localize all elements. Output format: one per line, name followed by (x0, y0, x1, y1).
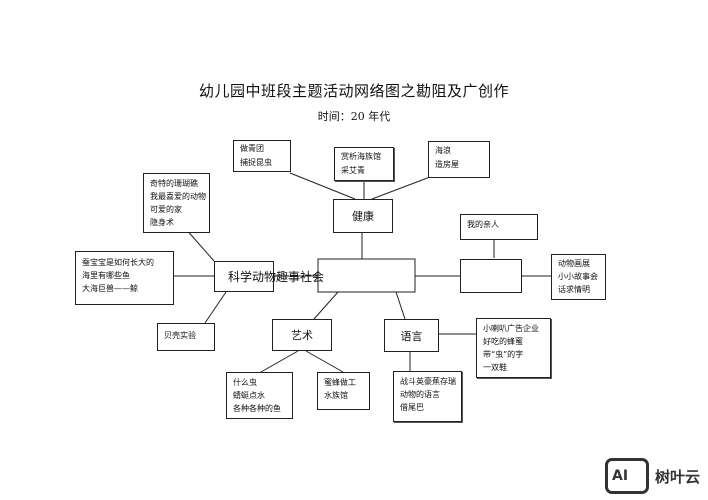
node-text: 做青团 (240, 144, 264, 153)
node-text: 捕捉昆虫 (240, 158, 272, 167)
node-right-mid: 动物画展小小故事会话求情明 (551, 254, 606, 300)
line-art-left (260, 350, 299, 373)
node-text: 蜻蜓点水 (233, 391, 265, 400)
node-text: 水族馆 (324, 391, 348, 400)
node-science (214, 261, 274, 292)
diagram-title: 幼儿园中班段主题活动网络图之勘阻及广创作 (198, 82, 509, 100)
node-text: 我的亲人 (467, 220, 499, 229)
node-left-mid: 蚕宝宝是如何长大的海里有哪些鱼大海巨兽——鲸 (75, 251, 174, 305)
node-text: 海浪 (435, 146, 451, 155)
node-top-left: 做青团捕捉昆虫 (233, 140, 291, 172)
node-text: 话求情明 (558, 285, 590, 294)
watermark-logo-icon: AI (604, 458, 649, 494)
node-text: 带“虫”的字 (483, 350, 524, 359)
node-text: 一双鞋 (483, 363, 507, 372)
node-text: 可爱的家 (150, 205, 182, 214)
node-text: 奇特的珊瑚礁 (150, 179, 198, 188)
node-text: 赏析海族馆 (341, 152, 381, 161)
node-text: 动物的语言 (400, 390, 440, 399)
node-language-bottom: 战斗英豪蕉存瑞动物的语言借尾巴 (393, 371, 462, 422)
node-text: 各种各种的鱼 (233, 404, 281, 413)
node-text: 采艾青 (341, 166, 365, 175)
node-text: 蚕宝宝是如何长大的 (82, 258, 154, 267)
node-text: 蜜蜂做工 (324, 378, 356, 387)
node-right-lang: 小喇叭广告企业好吃的蜂蜜带“虫”的字一双鞋 (476, 318, 551, 378)
node-art-left: 什么虫蜻蜓点水各种各种的鱼 (226, 372, 293, 419)
line-hub-language (395, 291, 406, 320)
node-left-bottom: 贝壳实验 (157, 323, 215, 351)
diagram-subtitle: 时间：20 年代 (317, 110, 391, 123)
node-right (460, 259, 522, 293)
line-hub-art (313, 291, 339, 320)
watermark: AI 树叶云 (604, 458, 700, 494)
node-text: 小小故事会 (558, 272, 598, 281)
node-text: 什么虫 (233, 378, 257, 387)
node-top-right: 海浪造房屋 (428, 141, 490, 178)
node-text: 小喇叭广告企业 (483, 324, 539, 333)
node-label: 艺术 (291, 329, 313, 342)
node-text: 大海巨兽——鲸 (82, 284, 138, 293)
node-language: 语言 (384, 319, 439, 352)
node-text: 我最喜爱的动物 (150, 192, 206, 201)
node-top-mid: 赏析海族馆采艾青 (334, 147, 394, 181)
node-text: 造房屋 (435, 160, 459, 169)
node-right-top: 我的亲人 (460, 214, 538, 240)
line-art-right (305, 350, 344, 373)
node-science-label: 科学动物趣事社会 (228, 270, 325, 284)
watermark-brand: 树叶云 (654, 467, 700, 486)
node-text: 海里有哪些鱼 (82, 271, 130, 280)
line-health-topright (371, 176, 431, 200)
node-left-top: 奇特的珊瑚礁我最喜爱的动物可爱的家隐身术 (143, 173, 210, 233)
line-health-topleft (289, 172, 356, 200)
center-hub-box (317, 258, 416, 293)
node-label: 语言 (400, 329, 423, 343)
watermark-logo-text: AI (611, 468, 629, 484)
node-text: 战斗英豪蕉存瑞 (400, 377, 456, 386)
node-label: 健康 (352, 210, 374, 223)
node-text: 贝壳实验 (164, 331, 196, 340)
node-art-right: 蜜蜂做工水族馆 (317, 372, 370, 410)
node-text: 动物画展 (558, 259, 590, 268)
line-science-lefttop (184, 227, 215, 262)
node-text: 借尾巴 (400, 403, 424, 412)
node-text: 隐身术 (150, 218, 174, 227)
node-text: 好吃的蜂蜜 (483, 337, 523, 346)
node-art: 艺术 (272, 319, 332, 351)
node-health: 健康 (333, 199, 393, 233)
line-science-leftbottom (204, 291, 227, 324)
